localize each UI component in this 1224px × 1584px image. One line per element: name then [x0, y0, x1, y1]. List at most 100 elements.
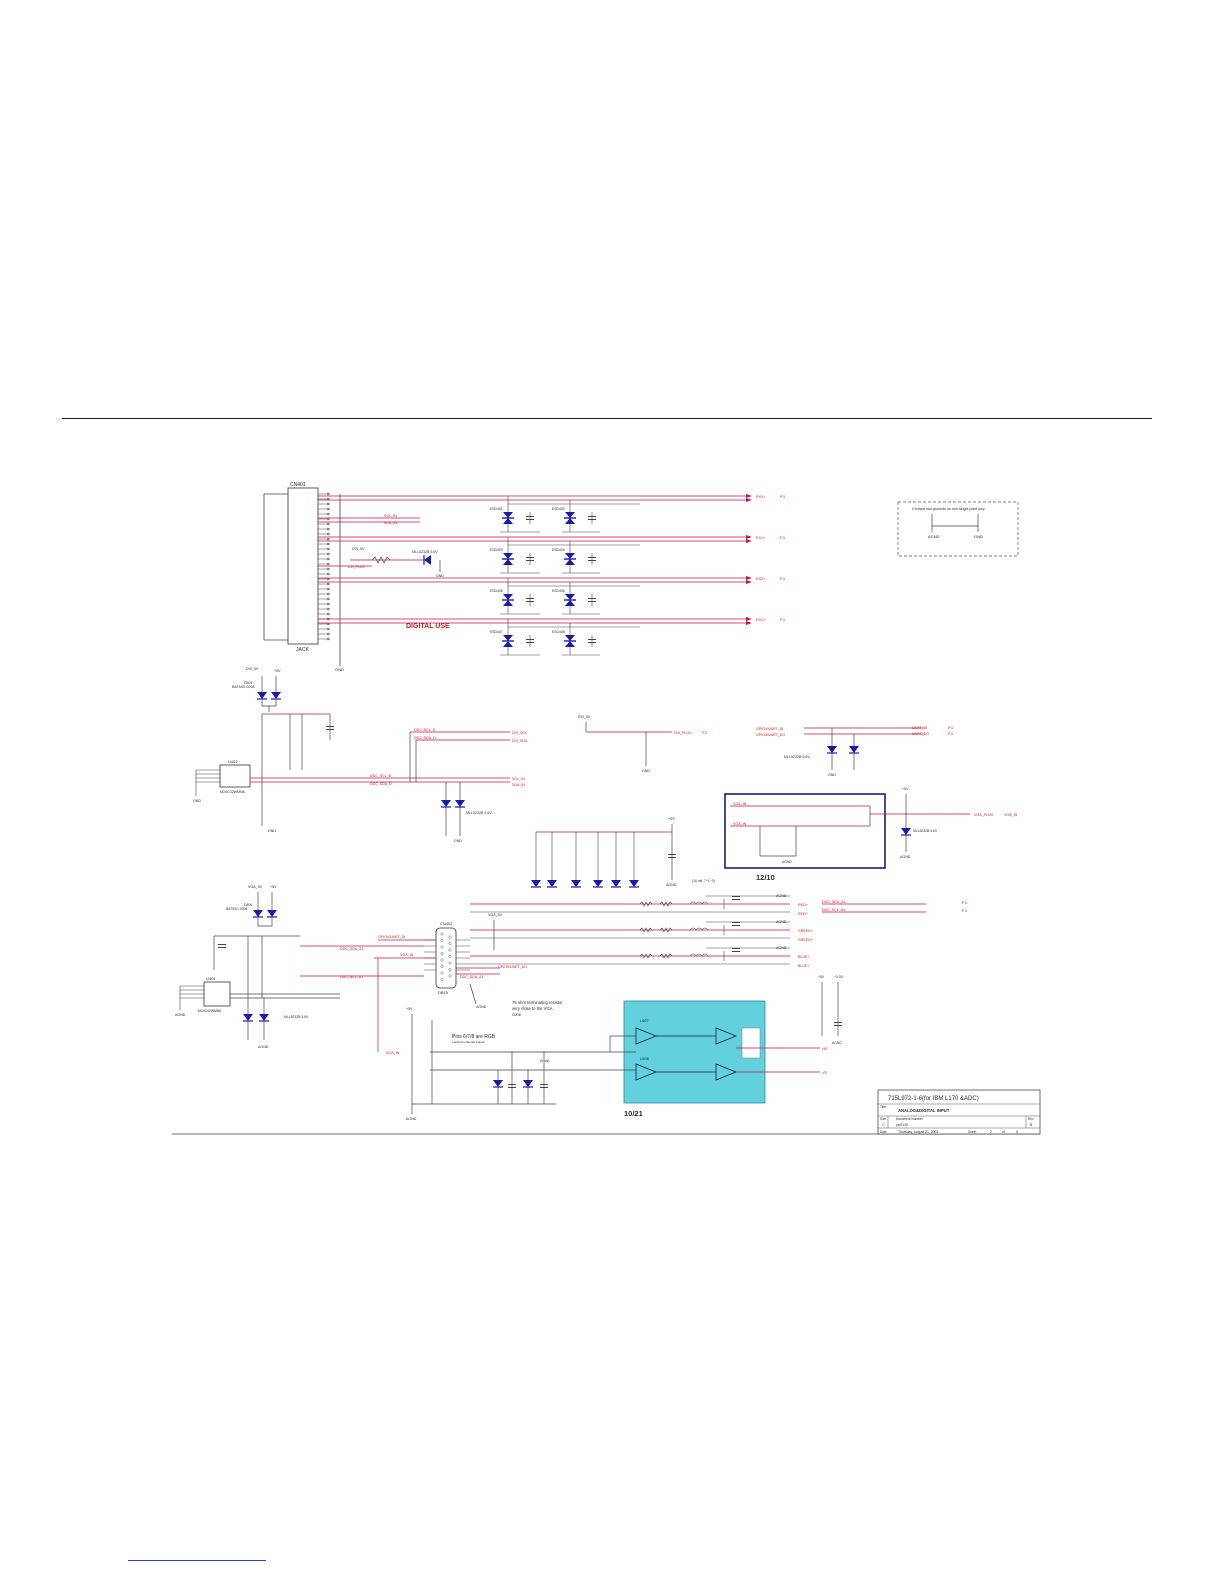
db15-pin [440, 971, 444, 975]
dvi-plug-net: DVI_PLUG [348, 565, 365, 569]
mil-note-5: (5 mil) [540, 1059, 549, 1063]
agnd-green: AGND [776, 920, 787, 924]
rgb-nets [470, 895, 790, 965]
v33-label: +3.3V [834, 975, 844, 979]
ddc-scl-a-right: DDC_SCL_A1 [822, 908, 845, 912]
esd-label: ESD407 [490, 630, 503, 634]
cn401-pin [327, 572, 330, 576]
vga-in-db15: VGA_IN [400, 953, 414, 957]
dvi5v-label-b: DVI_5V [246, 667, 259, 671]
v5-label-vga: +5V [902, 787, 909, 791]
terminating-note-3: cone [512, 1012, 522, 1017]
blue-port-b: BLUE+ [798, 964, 810, 968]
cn401-pin [327, 622, 330, 626]
cn401-pin [327, 557, 330, 561]
esd-label: ESD402 [552, 507, 565, 511]
agnd-label-sync: AGND [406, 1117, 417, 1121]
p3-uart: P.3 [948, 732, 953, 736]
project-title: 715L972-1-6(for IBM L170 &ADC) [888, 1096, 979, 1102]
uart-do-port: UART_DO [912, 732, 929, 736]
ddc-scl-d-top: DDC_SCL_D [414, 728, 436, 732]
vga-in-net-a: VGA_IN [733, 802, 747, 806]
v5-label-a: +5V [274, 669, 281, 673]
sda-in-label: SDA_IN [384, 521, 397, 525]
rgb-resistor [639, 953, 653, 959]
agnd-label-clamp: AGND [666, 883, 677, 887]
db15-pin [448, 974, 452, 978]
dvi-edid-section: DVI_5V +5V BAT54C-0208 D401 GND U402 M24… [193, 667, 528, 843]
clamp-diodes [530, 832, 640, 888]
db15-label: DB15 [438, 990, 449, 995]
date-value: Thursday, August 21, 2003 [898, 1130, 938, 1134]
gnd-label-u402: GND [268, 829, 276, 833]
scl-in-label: SCL_IN [384, 514, 397, 518]
rgb-resistor [659, 953, 673, 959]
rx-port-label: RXC+ [756, 618, 766, 622]
esd-label: ESD405 [490, 589, 503, 593]
vga-in-port: VGA_IN [1004, 813, 1018, 817]
cn401-pin [327, 502, 330, 506]
db15-pin [448, 961, 452, 965]
cn401-pin [327, 582, 330, 586]
rev-1210-note: 12/10 [756, 873, 775, 882]
db15-pin [448, 935, 452, 939]
dvi-plug-section: DVI_5V DVI_PLUG P.3 GND GPIO4/UART_DI GP… [578, 715, 953, 777]
cn401-pin [327, 637, 330, 641]
cn401-label: CN401 [290, 482, 306, 488]
cn401-pin [327, 492, 330, 496]
p3-dvi-plug: P.3 [702, 731, 707, 735]
of-label: of [1002, 1130, 1005, 1134]
esd-tvs-a [501, 511, 515, 525]
db15-pin [448, 948, 452, 952]
title-block: 715L972-1-6(for IBM L170 &ADC) Title ANA… [172, 1089, 1041, 1135]
p3-ddc-b: P.3 [962, 909, 967, 913]
rgb-ferrite [689, 953, 709, 957]
ddc-sda-d-net: DDC_SDA_D [370, 782, 392, 786]
rgb-resistor [659, 927, 673, 933]
rev-value: B [1030, 1123, 1033, 1127]
port-arrow [746, 494, 752, 498]
agnd-label-vga: AGND [900, 855, 911, 859]
gnd-label-box: GND [974, 534, 983, 539]
uart-di-port: UART_DI [912, 726, 927, 730]
gnd-label-zd2: GND [454, 839, 462, 843]
vs-port: VS [822, 1071, 828, 1075]
rx-port-label: RX0+ [756, 495, 765, 499]
cn401-pin [327, 627, 330, 631]
cn401-pin [327, 497, 330, 501]
port-arrow [746, 621, 752, 625]
p4-uart: P.4 [948, 726, 953, 730]
top-rule [62, 418, 1152, 419]
docnum-value: pic0135 [896, 1123, 908, 1127]
docnum-label: Document Number [896, 1117, 924, 1121]
u408-label: U408 [640, 1057, 649, 1061]
footer-link-underline [128, 1560, 266, 1561]
cn401-pin [327, 517, 330, 521]
cn401-pins [318, 492, 330, 641]
db15-pin [440, 932, 444, 936]
gpio-di-port: GPIO4/UART_DI [756, 727, 783, 731]
rx-page-ref: P.3 [780, 495, 785, 499]
green-port: GREEN+ [798, 929, 813, 933]
ddc-sda-a-net: DDC_SDA_A1 [340, 947, 364, 951]
ddc-scl-d-net: DDC_SCL_D [370, 774, 392, 778]
db15-pin [440, 978, 444, 981]
zd-pn-uart: MLL5232B 5.6V [784, 755, 810, 759]
rx-page-ref: P.3 [780, 618, 785, 622]
gnd-label-zd: GND [436, 574, 444, 578]
db15-pin [448, 955, 452, 958]
sheet-label: Sheet [968, 1130, 976, 1134]
sda-in-port: SDA_IN [512, 783, 525, 787]
scl-in-port: SCL_IN [512, 777, 525, 781]
rx-page-ref: P.3 [780, 577, 785, 581]
ddc-scl-a-net: DDC_SCL_A1 [340, 975, 363, 979]
gnd-label-uart: GND [828, 773, 836, 777]
gnd-label-plug: GND [642, 769, 650, 773]
port-arrow [746, 617, 752, 621]
clamp-diode [546, 879, 558, 888]
zd-pn-d: MLL5232B 5.6V [466, 811, 492, 815]
esd-tvs-b [563, 552, 577, 566]
